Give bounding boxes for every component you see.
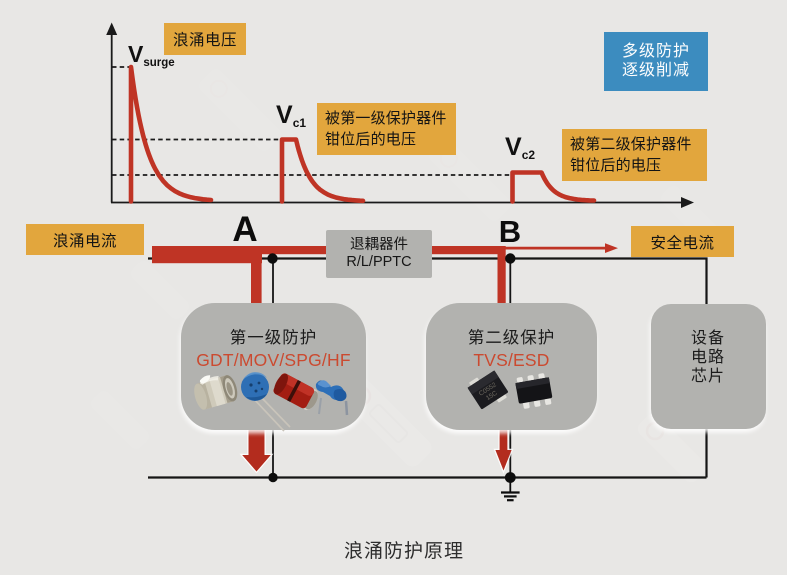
load-line2: 电路: [690, 348, 725, 366]
clamp1-tag-line1: 被第一级保护器件: [325, 110, 447, 127]
node-a-dot: [267, 253, 278, 264]
clamp1-tag: 被第一级保护器件 钳位后的电压: [317, 103, 456, 155]
v-c2-base: V: [505, 133, 522, 161]
decoupler-line2: R/L/PPTC: [346, 254, 412, 270]
v-c1-label: Vc1: [276, 101, 306, 130]
multilevel-protection-note: 多级防护 逐级削减: [604, 31, 708, 91]
ground-b-dot: [504, 472, 516, 483]
stage2-devices: TVS/ESD: [473, 350, 550, 370]
node-a-label: A: [232, 210, 258, 249]
v-surge-label: Vsurge: [128, 41, 175, 69]
load-line1: 设备: [690, 329, 725, 347]
stage2-title: 第二级保护: [467, 329, 556, 347]
surge-voltage-tag: 浪涌电压: [164, 23, 246, 55]
v-c2-label: Vc2: [505, 133, 535, 162]
surge-current-tag-text: 浪涌电流: [52, 232, 117, 250]
safe-current-tag: 安全电流: [631, 226, 734, 257]
clamp2-tag-line1: 被第二级保护器件: [570, 136, 692, 153]
v-c2-sub: c2: [521, 148, 536, 162]
multilevel-note-line2: 逐级削减: [621, 62, 690, 80]
v-c1-sub: c1: [292, 116, 307, 130]
v-surge-sub: surge: [143, 57, 175, 69]
surge-bar-down-a: [251, 246, 262, 308]
stage1-discharge-arrow: [239, 422, 274, 474]
clamp2-tag: 被第二级保护器件 钳位后的电压: [562, 129, 707, 181]
ground-a-dot: [268, 472, 278, 483]
decoupler-line1: 退耦器件: [350, 237, 408, 253]
safe-current-arrowhead: [605, 243, 618, 253]
stage1-title: 第一级防护: [229, 329, 318, 347]
node-b-label: B: [498, 214, 522, 249]
stage1-devices: GDT/MOV/SPG/HF: [196, 350, 351, 370]
diagram-caption: 浪涌防护原理: [343, 541, 465, 562]
earth-ground-symbol: [501, 477, 520, 502]
stage2-discharge-arrow: [493, 422, 514, 474]
surge-voltage-tag-text: 浪涌电压: [172, 32, 237, 49]
x-axis-arrowhead: [681, 197, 694, 208]
surge-current-tag: 浪涌电流: [26, 224, 144, 255]
multilevel-note-line1: 多级防护: [621, 43, 690, 61]
pulse-vsurge: [128, 64, 214, 204]
y-axis-arrowhead: [106, 22, 118, 35]
load-line3: 芯片: [690, 367, 725, 385]
stage1-protection-box: 第一级防护 GDT/MOV/SPG/HF: [181, 303, 366, 430]
v-c1-base: V: [276, 101, 293, 129]
node-b-dot: [505, 253, 516, 264]
load-box: 设备 电路 芯片: [650, 303, 766, 429]
discharge-arrows: [239, 422, 514, 474]
safe-current-tag-text: 安全电流: [650, 234, 715, 252]
clamp1-tag-line2: 钳位后的电压: [325, 131, 417, 148]
surge-bar-down-b: [497, 246, 506, 308]
clamp2-tag-line2: 钳位后的电压: [570, 157, 662, 174]
decoupler-box: 退耦器件 R/L/PPTC: [326, 230, 432, 278]
stage2-protection-box: 第二级保护 TVS/ESD: [426, 303, 597, 430]
v-surge-base: V: [128, 41, 144, 67]
